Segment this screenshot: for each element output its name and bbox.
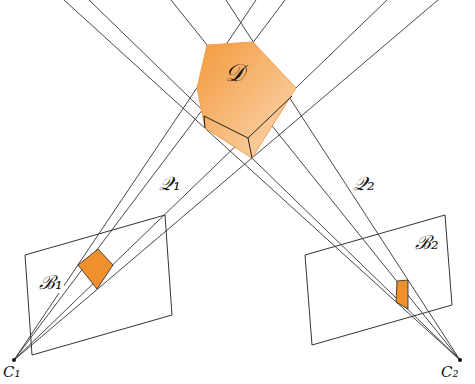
plane-label: ℬ₁ xyxy=(38,272,64,293)
cone-rays xyxy=(14,0,438,360)
region-label: 𝒟 xyxy=(224,60,245,86)
cone-rays xyxy=(64,0,460,360)
plane-label: ℬ₂ xyxy=(414,232,440,253)
hull-edges xyxy=(204,96,292,158)
camera-centre xyxy=(12,358,16,362)
cone-label: 𝒬₂ xyxy=(352,173,376,194)
camera-centre xyxy=(458,358,462,362)
image-plane xyxy=(25,215,172,355)
silhouette xyxy=(396,280,408,309)
cone-label: 𝒬₁ xyxy=(158,173,182,194)
visual-hull xyxy=(197,42,296,158)
camera-label: C₂ xyxy=(440,364,460,381)
camera-label: C₁ xyxy=(2,364,22,381)
silhouette xyxy=(78,249,113,289)
